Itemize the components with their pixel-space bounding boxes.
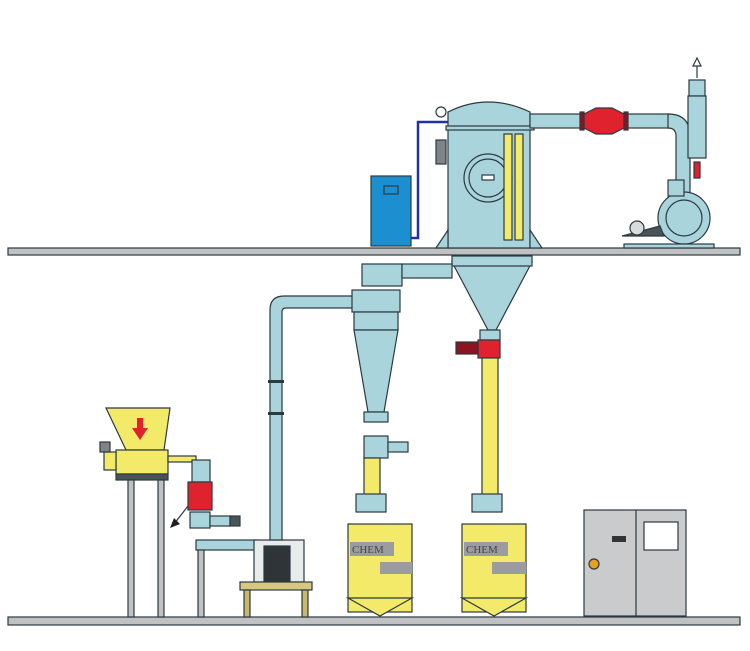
mill [239,539,313,618]
damper-valve [529,107,671,135]
bin-2-label: CHEM [466,544,498,556]
rotary-valve-feed [170,459,259,618]
pulse-controller [370,106,448,247]
screw-feeder [99,441,197,618]
exhaust-fan [621,113,715,249]
feed-hopper [105,407,171,451]
ground-floor [7,616,741,626]
bin-1-label: CHEM [352,544,384,556]
product-bin-2: CHEM [459,493,529,617]
control-cabinet [583,509,687,617]
cyclone [351,263,453,499]
exhaust-stack [687,56,707,179]
filter-discharge [455,339,501,499]
upper-floor [7,247,741,256]
product-bin-1: CHEM [345,493,415,617]
riser-pipe [268,295,361,541]
bag-filter [434,101,544,341]
